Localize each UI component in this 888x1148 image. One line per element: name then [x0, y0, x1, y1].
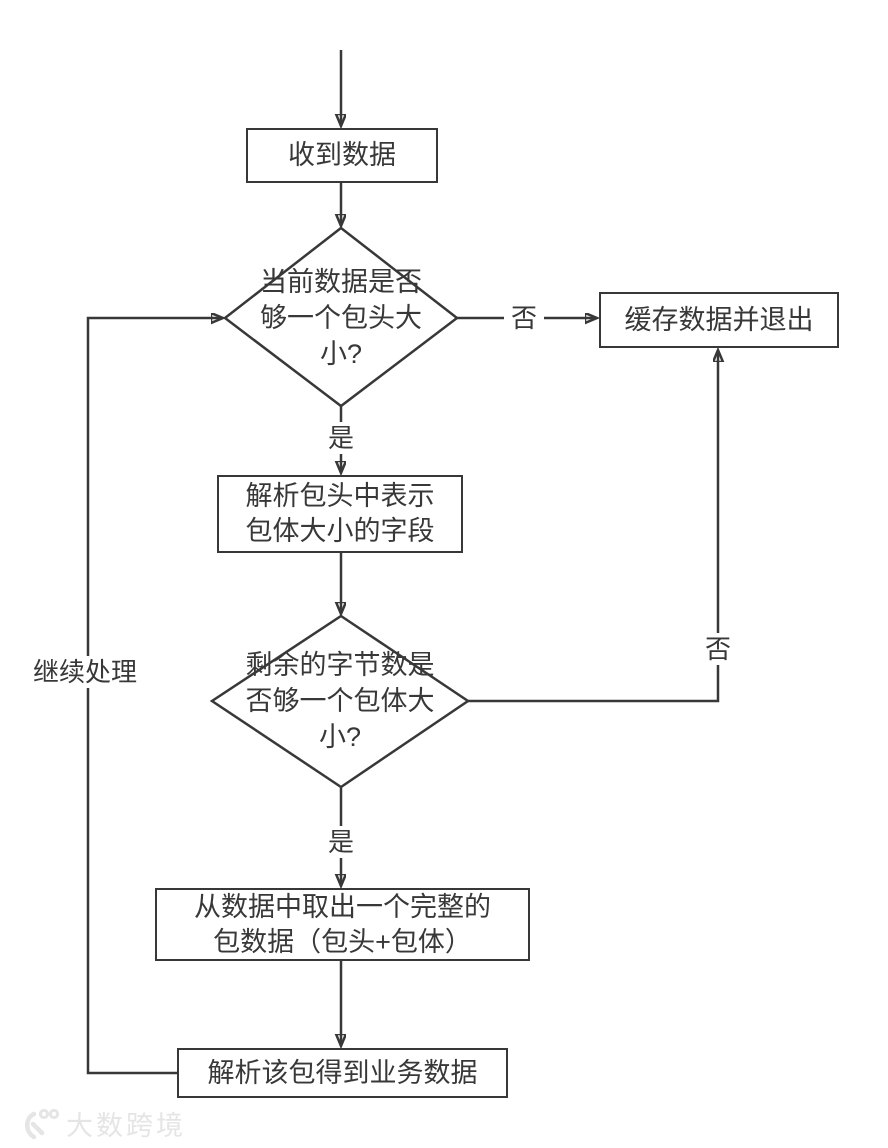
body-size-decision-text: 剩余的字节数是 否够一个包体大 小? — [245, 650, 435, 752]
edge-body-check-no — [468, 351, 718, 703]
extract-packet-box: 从数据中取出一个完整的 包数据（包头+包体） — [155, 888, 530, 961]
receive-data-label: 收到数据 — [288, 140, 396, 170]
parse-business-data-box: 解析该包得到业务数据 — [177, 1048, 508, 1098]
body-check-no-label: 否 — [697, 633, 739, 665]
receive-data-box: 收到数据 — [246, 128, 438, 183]
loop-back-label: 继续处理 — [25, 656, 145, 688]
cache-exit-box: 缓存数据并退出 — [599, 292, 839, 348]
header-check-yes-label: 是 — [320, 422, 362, 454]
parse-header-field-label: 解析包头中表示 包体大小的字段 — [245, 481, 435, 546]
body-check-yes-label: 是 — [320, 826, 362, 858]
extract-packet-label: 从数据中取出一个完整的 包数据（包头+包体） — [194, 891, 491, 957]
watermark-logo-icon — [25, 1108, 60, 1139]
header-check-no-label: 否 — [503, 302, 545, 334]
parse-header-field-box: 解析包头中表示 包体大小的字段 — [217, 475, 463, 553]
edge-loop-back — [86, 318, 222, 1075]
decision-header-size-shape — [222, 226, 460, 408]
decision-body-size-shape — [209, 614, 471, 789]
watermark-brand-text: 大数跨境 — [66, 1111, 186, 1141]
header-size-decision-text: 当前数据是否 够一个包头大 小? — [260, 267, 422, 369]
watermark: 大数跨境 — [20, 1104, 186, 1143]
cache-exit-label: 缓存数据并退出 — [624, 304, 814, 335]
parse-business-data-label: 解析该包得到业务数据 — [207, 1057, 478, 1088]
